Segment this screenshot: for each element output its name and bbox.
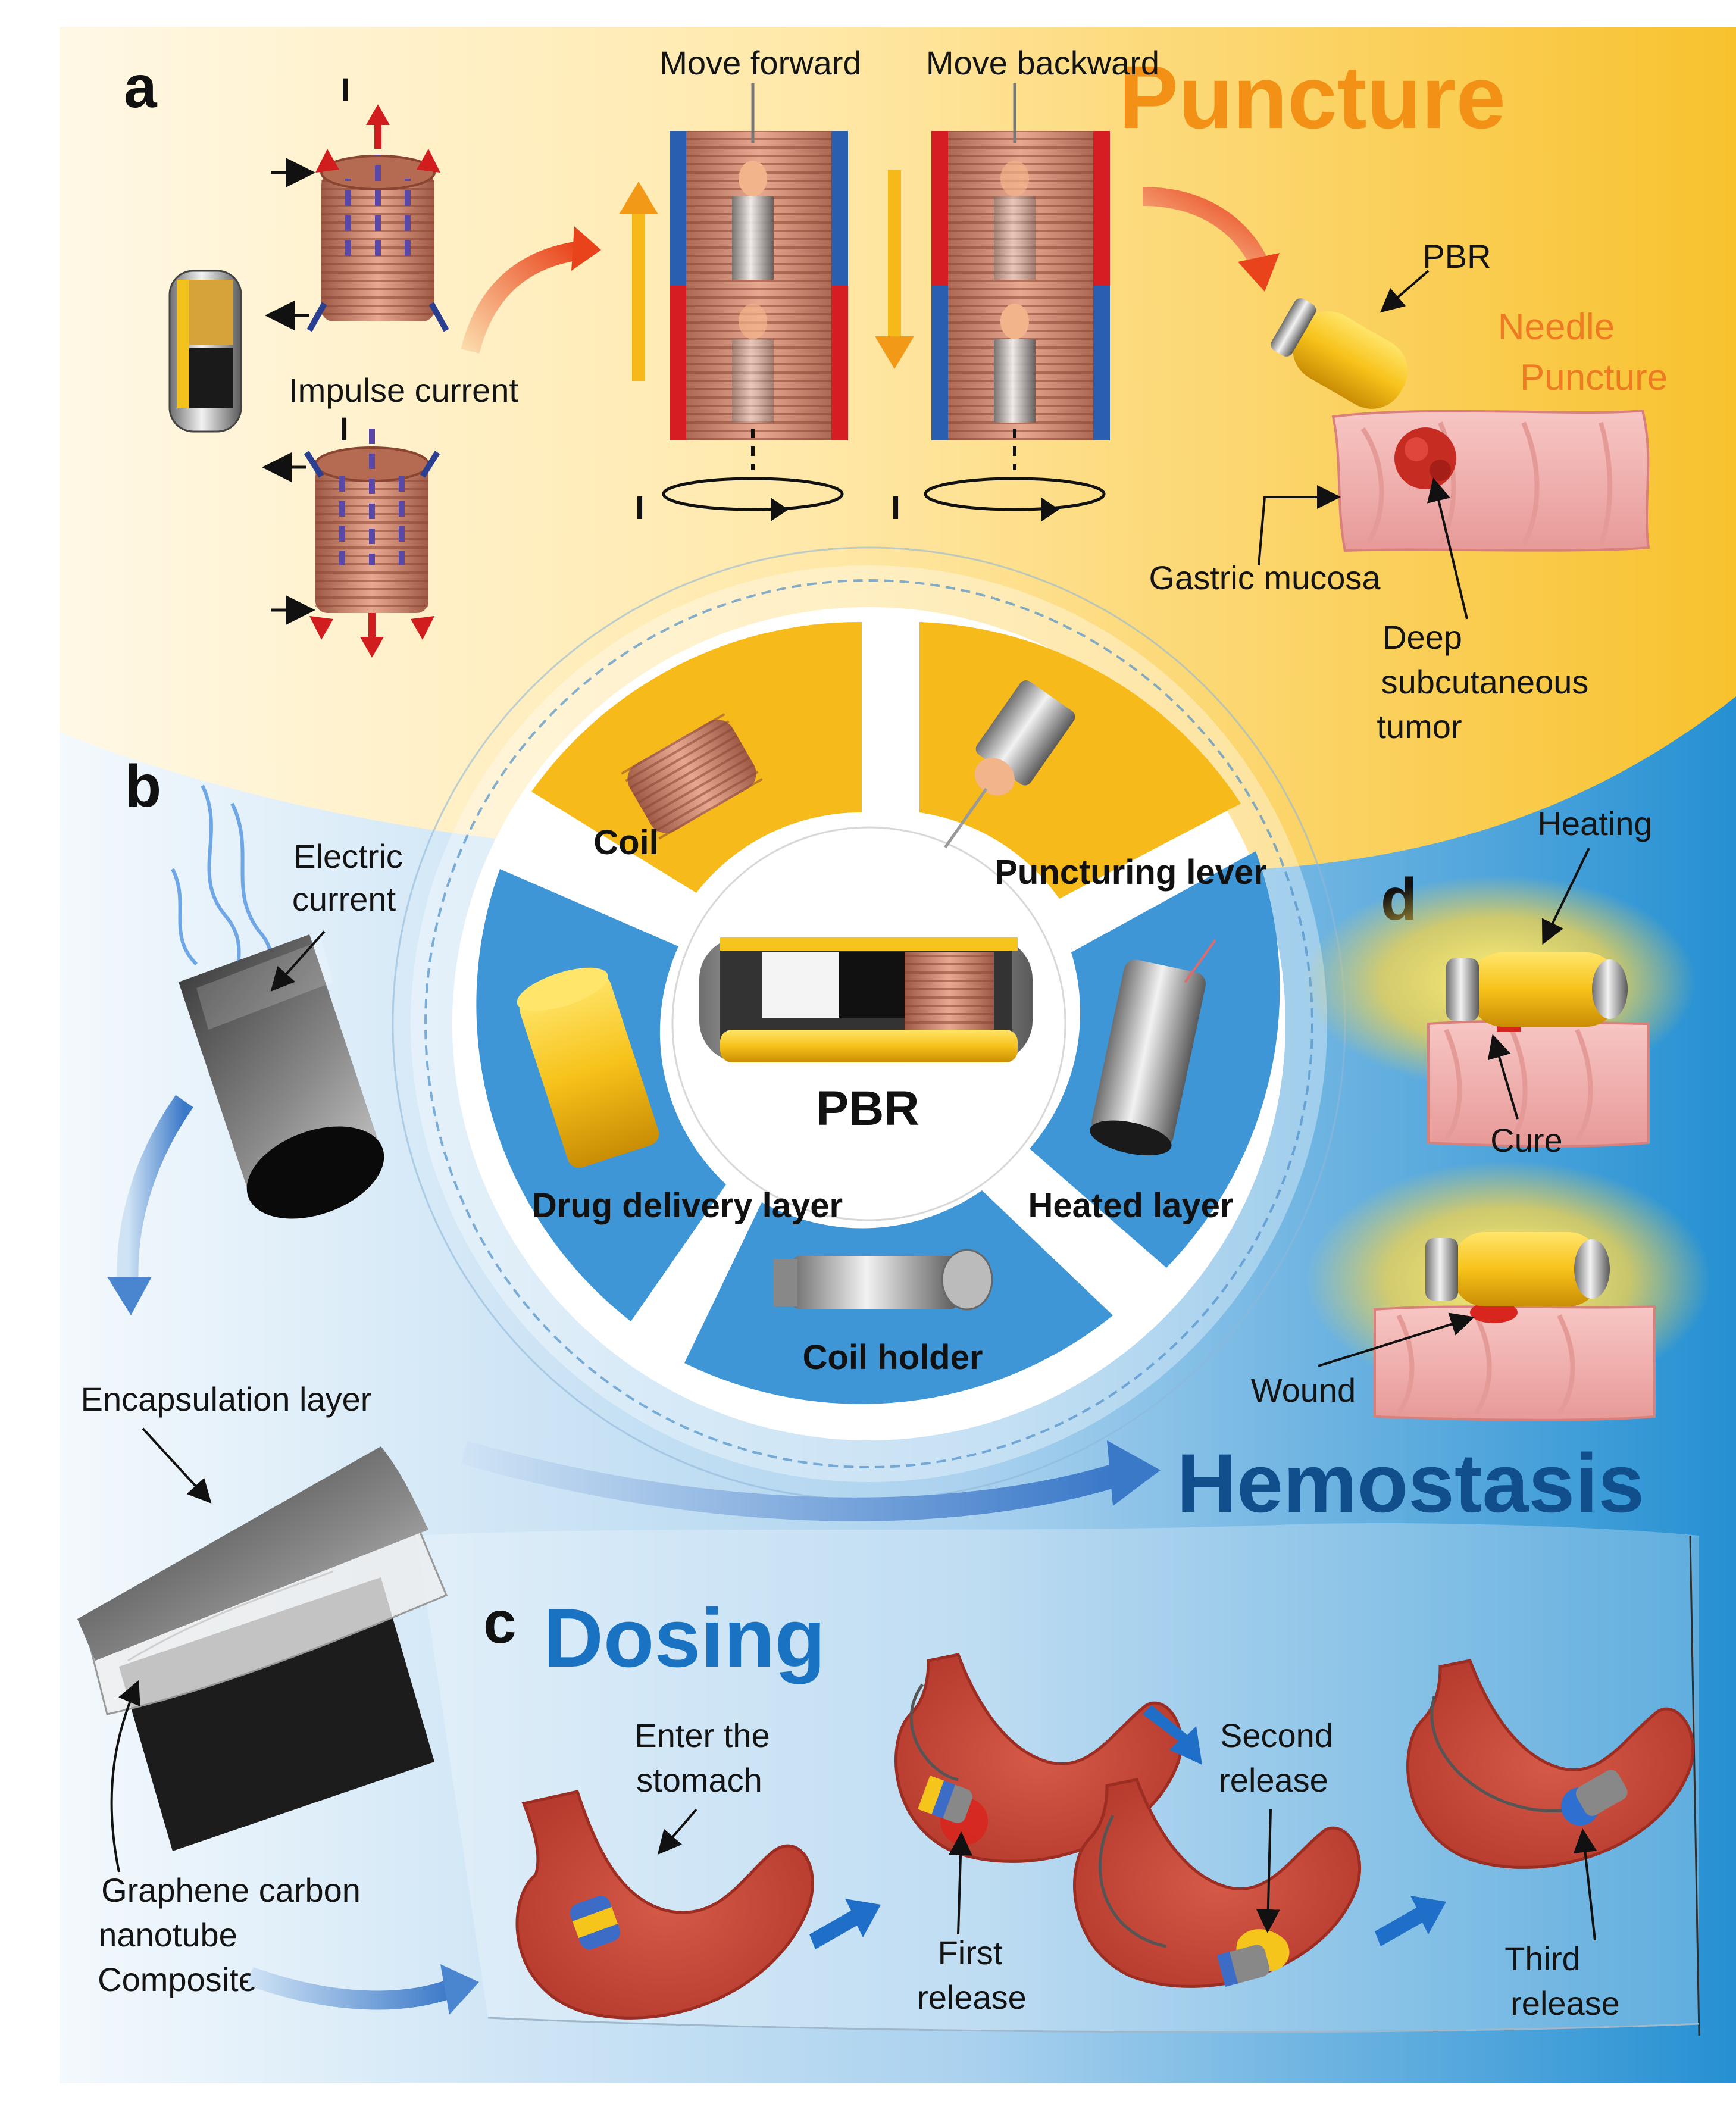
flow-arrow-hemostasis — [461, 1440, 1116, 1521]
puncturing-lever-label: Puncturing lever — [994, 853, 1267, 892]
down-arrow-icon — [875, 170, 914, 369]
drug-layer-component-icon — [517, 967, 659, 1168]
electric-current-label-1: Electric — [293, 837, 403, 875]
gastric-tissue-wound — [1374, 1302, 1656, 1421]
heating-label: Heating — [1537, 805, 1652, 842]
graphene-label-3: Composite — [98, 1961, 257, 1998]
dosing-sheet-bottom — [487, 2017, 1700, 2033]
impulse-current-label: Impulse current — [289, 371, 518, 409]
flow-arrow-hemostasis-head — [1107, 1440, 1161, 1506]
encapsulation-layer-label: Encapsulation layer — [81, 1380, 372, 1418]
pbr-center-capsule — [699, 937, 1033, 1062]
heated-layer-label: Heated layer — [1028, 1186, 1234, 1225]
wound-label: Wound — [1251, 1371, 1356, 1409]
dosing-sheet-edge — [1689, 1535, 1700, 2036]
first-release-label-2: release — [917, 1978, 1027, 2016]
stage-arrow-1 — [809, 1899, 881, 1949]
panel-label-c: c — [483, 1589, 517, 1656]
cure-label: Cure — [1490, 1121, 1562, 1159]
flow-arrow-pbr — [1142, 187, 1268, 267]
segment-puncturing-lever — [919, 622, 1241, 899]
heated-cylinder-icon — [179, 934, 384, 1219]
stomach-3 — [1073, 1778, 1362, 1988]
gastric-tissue-puncture — [1331, 409, 1650, 552]
stomach-1 — [515, 1790, 814, 2020]
stomach-4 — [1406, 1659, 1695, 1869]
tumor-label-1: Deep — [1382, 618, 1462, 656]
electric-current-label-2: current — [292, 880, 396, 918]
puncture-panel: Puncture I Impulse current I — [168, 44, 1668, 745]
lever-component-icon — [944, 680, 1075, 849]
needle-puncture-label-1: Needle — [1498, 307, 1615, 348]
heated-layer-panel: Electric current Encapsulation layer Gra… — [77, 784, 479, 2015]
second-release-label-1: Second — [1220, 1717, 1333, 1754]
current-symbol-forward: I — [635, 489, 645, 526]
coil-label: Coil — [593, 823, 659, 862]
current-symbol-backward: I — [891, 489, 900, 526]
yellow-background — [60, 27, 1736, 871]
coil-holder-label: Coil holder — [803, 1338, 983, 1377]
panel-label-b: b — [125, 753, 161, 820]
flow-arrow-coils-head — [571, 226, 601, 271]
up-arrow-icon — [619, 182, 658, 381]
second-release-label-2: release — [1219, 1761, 1328, 1799]
graphene-label-1: Graphene carbon — [101, 1871, 361, 1909]
current-symbol-bottom: I — [339, 410, 349, 448]
coil-component-icon — [621, 713, 763, 840]
component-wheel: PBR Coil Puncturing lever Heated layer D… — [392, 546, 1346, 1501]
pbr-capsule-puncture — [1271, 298, 1408, 409]
flow-arrow-coils — [461, 240, 585, 354]
cylinder-forward — [662, 83, 848, 521]
enter-stomach-label-1: Enter the — [634, 1717, 770, 1754]
drug-delivery-layer-label: Drug delivery layer — [532, 1186, 843, 1225]
needle-puncture-label-2: Puncture — [1520, 357, 1668, 398]
puncture-title: Puncture — [1119, 47, 1506, 147]
enter-stomach-label-2: stomach — [636, 1761, 762, 1799]
tumor-label-2: subcutaneous — [1381, 663, 1589, 701]
heated-layer-component-icon — [1090, 939, 1216, 1156]
graphene-composite-icon — [77, 1446, 448, 1851]
current-symbol-top: I — [340, 71, 350, 108]
graphene-label-2: nanotube — [98, 1916, 237, 1953]
flow-arrow-down — [117, 1095, 193, 1286]
third-release-label-1: Third — [1504, 1940, 1581, 1977]
first-release-label-1: First — [938, 1934, 1003, 1971]
flow-arrow-dosing-head — [440, 1964, 479, 2015]
flow-arrow-dosing — [246, 1967, 456, 2010]
dosing-panel: Dosing Enter the stomach First release — [515, 1591, 1695, 2022]
flow-arrow-down-head — [107, 1277, 152, 1315]
dosing-title: Dosing — [543, 1591, 825, 1684]
coil-top-icon — [265, 104, 449, 332]
third-release-label-2: release — [1510, 1984, 1620, 2022]
capsule-side-icon — [168, 270, 242, 433]
hemostasis-panel: Hemostasis Heating Cure Wound — [461, 805, 1711, 1530]
gastric-mucosa-label: Gastric mucosa — [1149, 559, 1381, 596]
panel-label-a: a — [124, 54, 158, 120]
stage-arrow-2 — [1143, 1705, 1202, 1765]
move-forward-label: Move forward — [659, 44, 861, 82]
pbr-capsule-wound — [1425, 1232, 1610, 1306]
move-backward-label: Move backward — [926, 44, 1159, 82]
cylinder-backward — [924, 83, 1110, 521]
coil-holder-component-icon — [774, 1249, 993, 1311]
hemostasis-title: Hemostasis — [1177, 1436, 1644, 1530]
tumor-label-3: tumor — [1377, 708, 1462, 745]
flow-arrow-pbr-head — [1238, 253, 1280, 292]
pbr-center-label: PBR — [816, 1081, 919, 1136]
pbr-capsule-heating — [1446, 952, 1628, 1027]
pbr-label: PBR — [1422, 237, 1491, 275]
coil-bottom-icon: I — [262, 410, 440, 658]
stage-arrow-3 — [1375, 1896, 1446, 1946]
